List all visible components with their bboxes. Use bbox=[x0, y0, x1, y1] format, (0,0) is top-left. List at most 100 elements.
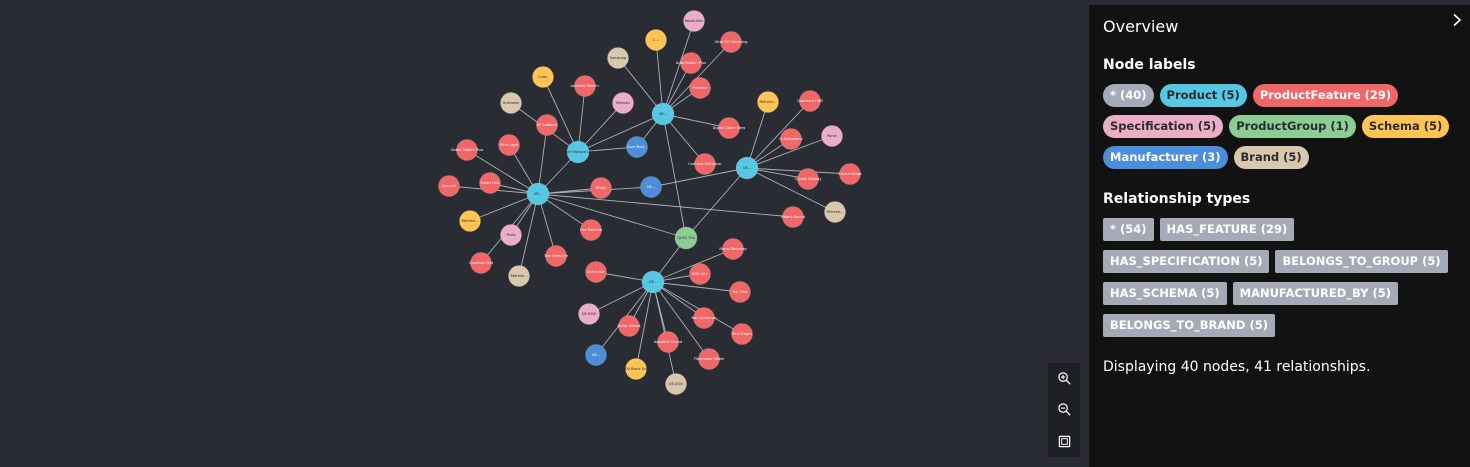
graph-node-schema[interactable]: DE1000 Basic Schema bbox=[616, 358, 656, 380]
relationship-edge[interactable] bbox=[469, 193, 539, 222]
graph-node-productfeature[interactable]: Purcolor bbox=[689, 77, 711, 99]
node-label-chip[interactable]: ProductGroup (1) bbox=[1229, 115, 1356, 138]
graph-node-productfeature[interactable]: Quantum Dot bbox=[469, 252, 494, 274]
graph-node-productfeature[interactable]: Ambient Mode+ bbox=[570, 75, 600, 97]
relationship-edge[interactable] bbox=[662, 113, 687, 239]
graph-node-productfeature[interactable]: Smart things bbox=[838, 163, 862, 185]
graph-node-productfeature[interactable]: Adaptive Sound bbox=[654, 331, 682, 353]
relationship-edge[interactable] bbox=[746, 135, 833, 169]
graph-node-productfeature[interactable]: Object Sound bbox=[781, 206, 805, 228]
relationship-edge[interactable] bbox=[662, 20, 695, 115]
zoom-out-button[interactable] bbox=[1053, 399, 1075, 421]
relationship-edge[interactable] bbox=[746, 167, 851, 175]
relationship-edge[interactable] bbox=[652, 281, 743, 335]
relationship-edge[interactable] bbox=[662, 113, 730, 129]
relationship-edge[interactable] bbox=[685, 167, 748, 239]
graph-node-brand[interactable]: Refresh... bbox=[824, 201, 846, 223]
graph-node-specification[interactable]: Refresh bbox=[612, 92, 634, 114]
relationship-edge[interactable] bbox=[537, 193, 687, 239]
relationship-type-chip[interactable]: HAS_FEATURE (29) bbox=[1159, 218, 1295, 241]
graph-node-productgroup[interactable]: QLED TVs bbox=[674, 226, 698, 250]
relationship-edge[interactable] bbox=[635, 281, 654, 370]
graph-node-schema[interactable]: Refresh... bbox=[459, 210, 481, 232]
graph-node-productfeature[interactable]: SF Ambient bbox=[536, 114, 558, 136]
graph-node-productfeature[interactable]: Ultra Light bbox=[498, 134, 520, 156]
graph-node-productfeature[interactable]: Game Bar bbox=[585, 261, 607, 283]
relationship-edge[interactable] bbox=[650, 167, 748, 188]
graph-node-productfeature[interactable]: One Remote bbox=[580, 219, 603, 241]
relationship-edge[interactable] bbox=[577, 113, 664, 153]
graph-node-schema[interactable]: Refresh... bbox=[757, 91, 779, 113]
graph-node-productfeature[interactable]: Micro Dimming bbox=[719, 238, 747, 260]
relationship-edge[interactable] bbox=[746, 101, 769, 169]
relationship-edge[interactable] bbox=[518, 193, 539, 277]
graph-node-productfeature[interactable]: Auto Motion Plus bbox=[676, 52, 706, 74]
graph-node-manufacturer[interactable]: Core Mod... bbox=[626, 136, 648, 158]
graph-canvas[interactable]: UE... UE... UE... UE... Core Feature ListQLE… bbox=[0, 0, 1088, 467]
relationship-type-chip[interactable]: * (54) bbox=[1103, 218, 1154, 241]
graph-node-productfeature[interactable]: Crystal Display bbox=[795, 168, 823, 190]
graph-node-specification[interactable]: Panel bbox=[821, 125, 843, 147]
node-label-chip[interactable]: * (40) bbox=[1103, 84, 1154, 107]
relationship-edge[interactable] bbox=[655, 39, 664, 115]
relationship-edge[interactable] bbox=[542, 76, 579, 153]
relationship-type-chip[interactable]: HAS_SCHEMA (5) bbox=[1103, 282, 1227, 305]
graph-node-brand[interactable]: Samsung bbox=[607, 47, 629, 69]
graph-node-brand[interactable]: DE1000 bbox=[665, 373, 687, 395]
graph-node-product[interactable]: Core Feature List bbox=[563, 140, 594, 164]
relationship-edge[interactable] bbox=[537, 193, 794, 218]
relationship-edge[interactable] bbox=[537, 124, 548, 195]
graph-node-productfeature[interactable]: Digital Clean View bbox=[713, 117, 746, 139]
relationship-type-chip[interactable]: BELONGS_TO_GROUP (5) bbox=[1275, 250, 1448, 273]
graph-node-productfeature[interactable]: The Freestyle bbox=[543, 245, 569, 267]
relationship-edge[interactable] bbox=[746, 167, 836, 213]
graph-node-brand[interactable]: Refresh... bbox=[508, 265, 530, 287]
relationship-edge[interactable] bbox=[652, 281, 710, 360]
graph-node-productfeature[interactable]: Neo Quantum bbox=[691, 307, 717, 329]
relationship-edge[interactable] bbox=[588, 281, 654, 315]
graph-node-schema[interactable]: Color bbox=[532, 66, 554, 88]
zoom-in-button[interactable] bbox=[1053, 368, 1075, 390]
graph-node-product[interactable]: UE... bbox=[526, 182, 550, 206]
relationship-type-chip[interactable]: BELONGS_TO_BRAND (5) bbox=[1103, 314, 1275, 337]
node-label-chip[interactable]: Product (5) bbox=[1159, 84, 1247, 107]
graph-node-productfeature[interactable]: Real Depth bbox=[731, 323, 753, 345]
graph-node-manufacturer[interactable]: UE... bbox=[640, 176, 662, 198]
relationship-edge[interactable] bbox=[577, 85, 586, 153]
graph-node-specification[interactable]: DE1000 bbox=[578, 303, 600, 325]
graph-node-productfeature[interactable]: Contrast Enhancer bbox=[688, 153, 722, 175]
graph-node-productfeature[interactable]: Tap View bbox=[729, 281, 751, 303]
graph-node-product[interactable]: UE... bbox=[641, 270, 665, 294]
graph-node-productfeature[interactable]: Q-Symphony bbox=[779, 128, 804, 150]
graph-node-manufacturer[interactable]: UE... bbox=[585, 344, 607, 366]
graph-node-productfeature[interactable]: HDR 10+ bbox=[689, 263, 711, 285]
graph-node-productfeature[interactable]: Quantum HDR bbox=[797, 90, 823, 112]
relationship-edge[interactable] bbox=[652, 248, 734, 283]
graph-node-productfeature[interactable]: Bixby bbox=[590, 177, 612, 199]
graph-node-specification[interactable]: Resolution bbox=[683, 10, 705, 32]
node-label-chip[interactable]: Schema (5) bbox=[1361, 115, 1450, 138]
node-label-chip[interactable]: Manufacturer (3) bbox=[1103, 146, 1228, 169]
graph-node-productfeature[interactable]: Smart Hub bbox=[479, 172, 501, 194]
fit-to-screen-button[interactable] bbox=[1053, 430, 1075, 452]
node-label-chip[interactable]: Brand (5) bbox=[1233, 146, 1309, 169]
graph-node-schema[interactable]: C... bbox=[645, 29, 667, 51]
relationship-type-chip[interactable]: HAS_SPECIFICATION (5) bbox=[1103, 250, 1270, 273]
relationship-edge[interactable] bbox=[466, 149, 539, 195]
graph-node-productfeature[interactable]: Ultra HD Dimming bbox=[715, 31, 748, 53]
graph-node-productfeature[interactable]: Filmmaker Mode bbox=[694, 348, 725, 370]
node-label-chip[interactable]: ProductFeature (29) bbox=[1252, 84, 1399, 107]
graph-node-brand[interactable]: Unknown bbox=[500, 92, 522, 114]
graph-node-product[interactable]: UE... bbox=[651, 102, 675, 126]
relationship-type-chip[interactable]: MANUFACTURED_BY (5) bbox=[1232, 282, 1398, 305]
graph-node-productfeature[interactable]: Dolby Atmos bbox=[618, 315, 641, 337]
relationship-edge[interactable] bbox=[746, 100, 811, 169]
node-label-chip[interactable]: Specification (5) bbox=[1103, 115, 1224, 138]
relationship-edge[interactable] bbox=[652, 281, 741, 293]
relationship-edge[interactable] bbox=[577, 102, 624, 153]
chevron-right-icon[interactable] bbox=[1450, 13, 1464, 27]
graph-node-productfeature[interactable]: Upscale bbox=[438, 175, 460, 197]
relationship-edge[interactable] bbox=[617, 57, 664, 115]
graph-node-specification[interactable]: Ports bbox=[500, 224, 522, 246]
graph-node-productfeature[interactable]: Game Motion Plus bbox=[451, 139, 484, 161]
